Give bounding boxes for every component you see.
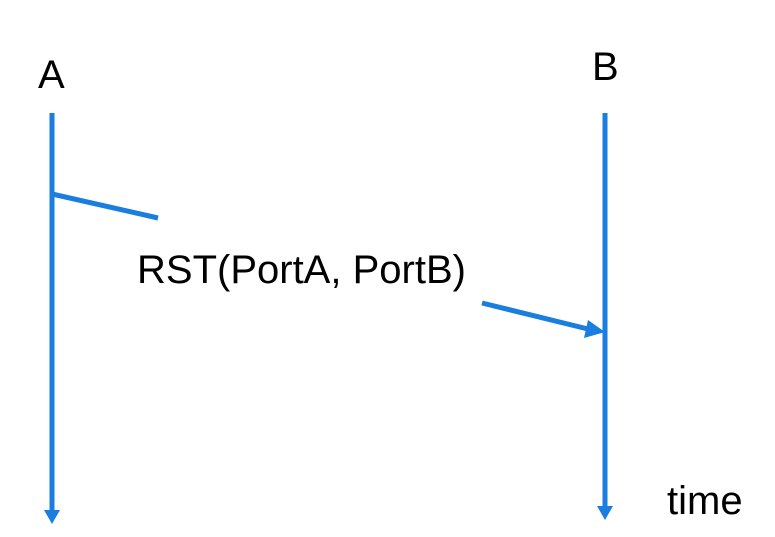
- rst-arrow-start-segment: [51, 191, 159, 221]
- timeline-b-arrowhead: [597, 506, 613, 520]
- host-b-label: B: [592, 45, 619, 89]
- rst-message-label: RST(PortA, PortB): [137, 248, 466, 292]
- host-a-label: A: [38, 53, 65, 97]
- time-axis-label: time: [667, 479, 743, 523]
- rst-arrow-end-segment: [481, 300, 593, 333]
- rst-arrowhead: [584, 320, 605, 338]
- timeline-a-arrowhead: [44, 510, 60, 524]
